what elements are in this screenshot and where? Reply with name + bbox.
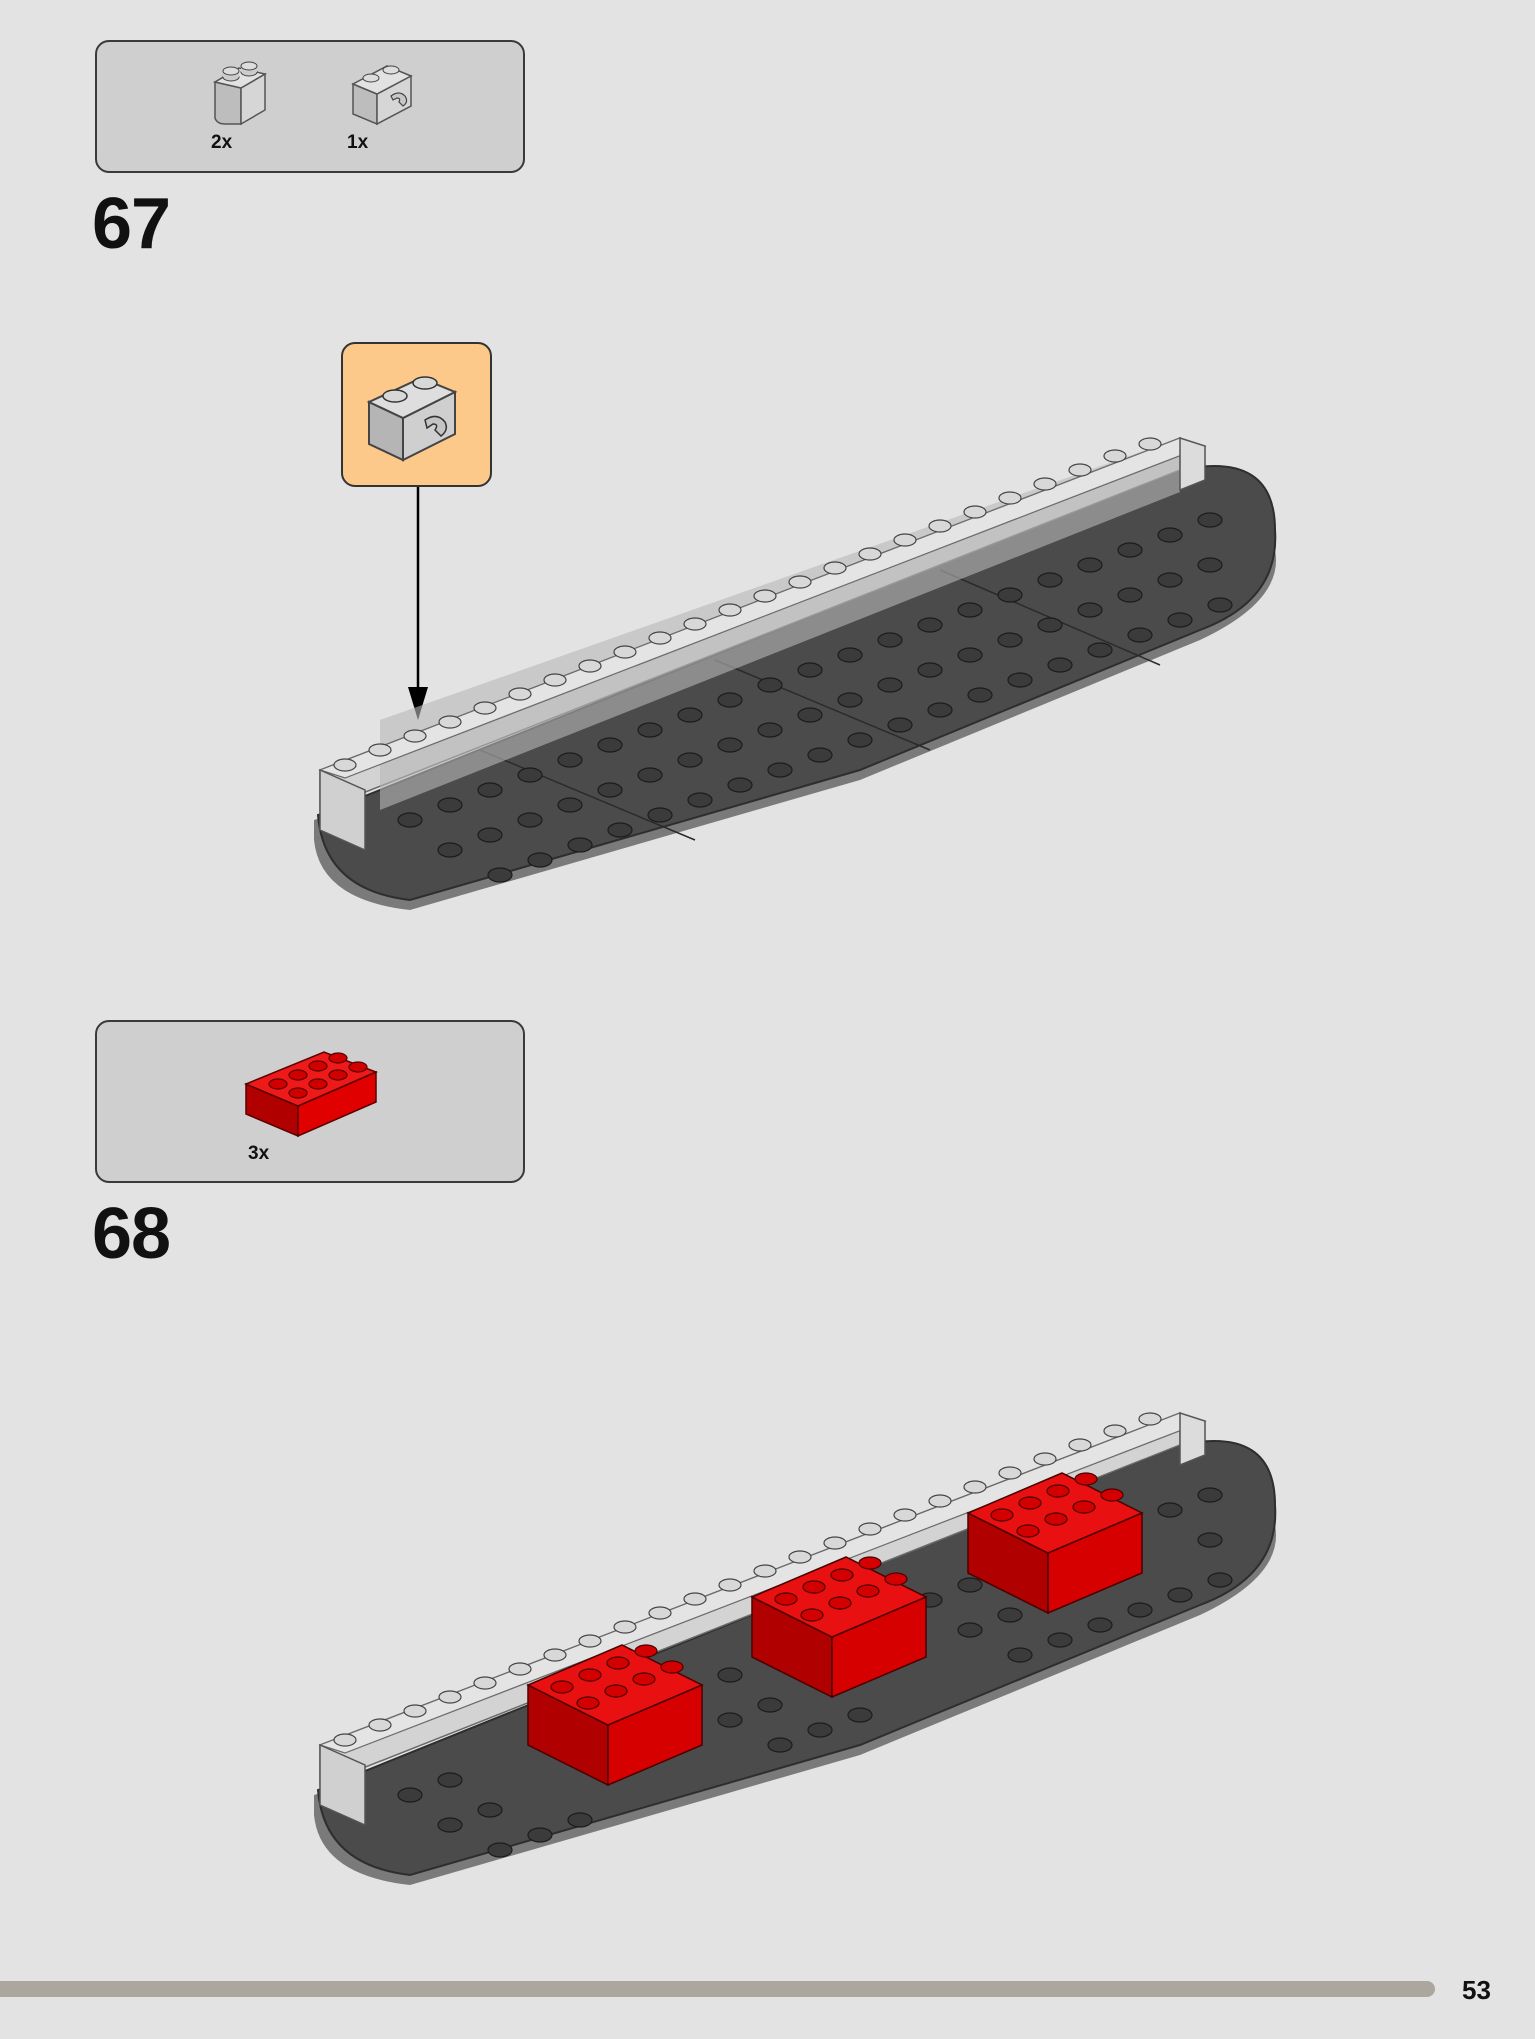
step-number: 68 (92, 1194, 171, 1274)
light-gray-1x2-brick-with-clip-icon (366, 376, 458, 462)
progress-bar (0, 1981, 1435, 1997)
parts-list-step-68: 3x (95, 1020, 525, 1183)
assembly-model-step-68 (314, 1411, 1277, 1885)
red-brick-placed (526, 1644, 704, 1787)
light-gray-1x2-brick-rounded-icon (212, 61, 268, 126)
part-quantity: 2x (211, 132, 233, 153)
light-gray-1x2-brick-with-clip-icon (351, 65, 413, 126)
placement-arrow (408, 487, 428, 720)
part-callout-step-67 (341, 342, 492, 487)
step-number: 67 (92, 184, 171, 264)
part-quantity: 3x (248, 1143, 270, 1164)
page-number: 53 (1462, 1975, 1491, 2005)
part-quantity: 1x (347, 132, 369, 153)
red-2x4-brick-icon (244, 1051, 378, 1138)
assembly-model-step-67 (314, 436, 1277, 910)
red-brick-placed (966, 1472, 1144, 1615)
red-brick-placed (750, 1556, 928, 1699)
parts-list-step-67: 2x 1x (95, 40, 525, 173)
